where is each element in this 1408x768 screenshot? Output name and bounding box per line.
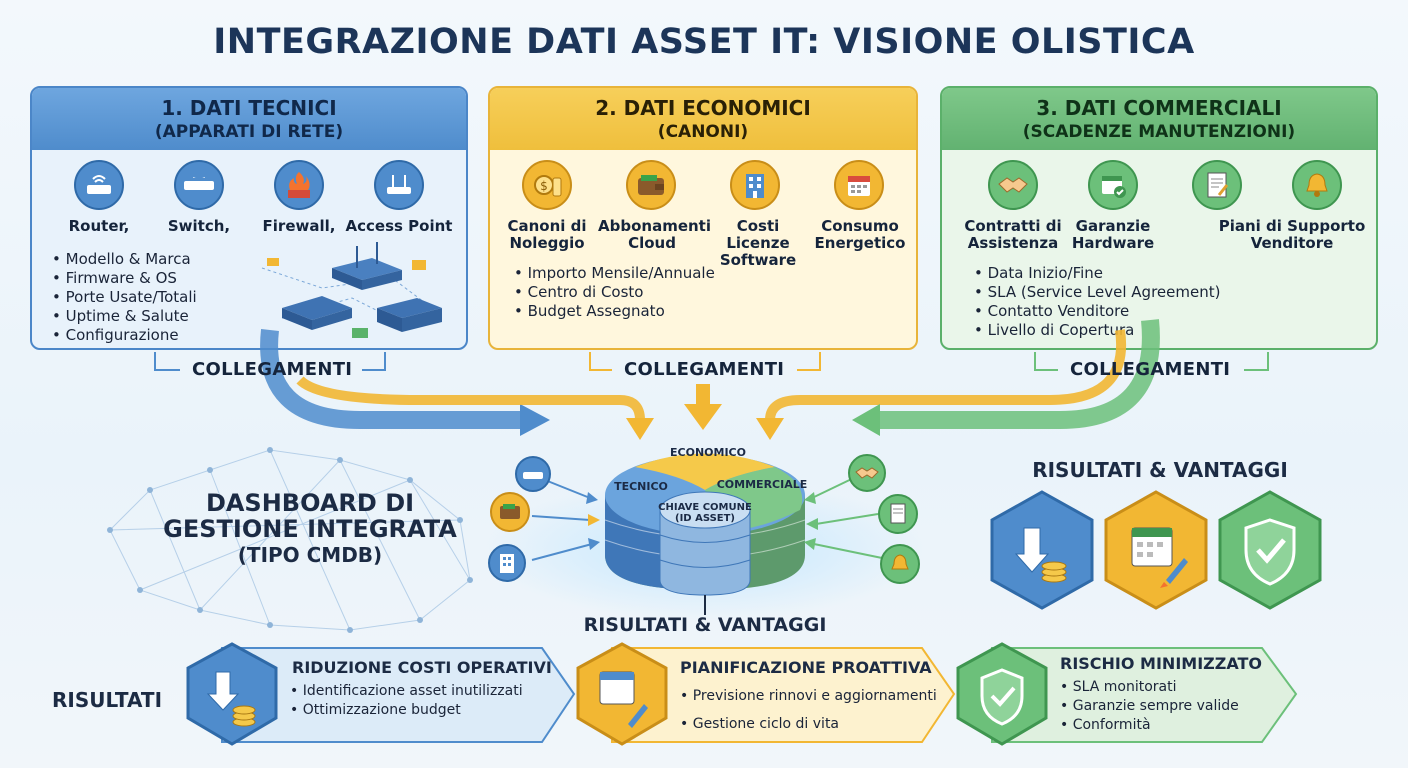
network-decoration xyxy=(107,447,473,633)
item-abbonamenti: Abbonamenti Cloud xyxy=(598,217,711,252)
bell-icon xyxy=(880,544,920,584)
bullet: SLA (Service Level Agreement) xyxy=(974,283,1221,302)
result-pianificazione: PIANIFICAZIONE PROATTIVA Previsione rinn… xyxy=(572,642,962,746)
item-piani: Piani di Supporto Venditore xyxy=(1218,217,1366,252)
page-title: INTEGRAZIONE DATI ASSET IT: VISIONE OLIS… xyxy=(213,22,1195,62)
risultati-vantaggi-right: RISULTATI & VANTAGGI xyxy=(1032,458,1288,482)
bullet: Ottimizzazione budget xyxy=(290,701,523,720)
item-licenze: Costi Licenze Software xyxy=(719,217,797,269)
network-devices-illustration xyxy=(261,242,442,338)
dashboard-title: DASHBOARD DI GESTIONE INTEGRATA (TIPO CM… xyxy=(150,490,470,568)
result-bullets: Identificazione asset inutilizzati Ottim… xyxy=(290,682,523,720)
item-consumo: Consumo Energetico xyxy=(814,217,906,252)
panel-title: 1. DATI TECNICI xyxy=(161,96,337,120)
panel-subtitle: (CANONI) xyxy=(657,122,749,142)
item-canoni: Canoni di Noleggio xyxy=(507,217,587,252)
result-bullets: Previsione rinnovi e aggiornamenti Gesti… xyxy=(680,682,937,738)
result-bullets: SLA monitorati Garanzie sempre valide Co… xyxy=(1060,678,1239,735)
eco-bullets: Importo Mensile/Annuale Centro di Costo … xyxy=(514,264,715,321)
bullet: Importo Mensile/Annuale xyxy=(514,264,715,283)
result-title: PIANIFICAZIONE PROATTIVA xyxy=(680,658,932,677)
item-contratti: Contratti di Assistenza xyxy=(964,217,1062,252)
collegamenti-label-eco: COLLEGAMENTI xyxy=(624,359,785,380)
coins-icon: $ xyxy=(522,160,572,210)
document-icon xyxy=(878,494,918,534)
access-point-icon xyxy=(374,160,424,210)
disk-label-commerciale: COMMERCIALE xyxy=(716,478,808,491)
handshake-icon xyxy=(848,454,886,492)
item-access-point: Access Point xyxy=(345,217,453,235)
disk-side-connectors xyxy=(531,473,883,561)
risultati-label: RISULTATI xyxy=(52,688,163,712)
bullet: Porte Usate/Totali xyxy=(52,288,197,307)
disk-label-tecnico: TECNICO xyxy=(614,480,668,493)
bullet: Data Inizio/Fine xyxy=(974,264,1220,283)
switch-icon xyxy=(174,160,224,210)
svg-text:$: $ xyxy=(540,179,548,193)
bullet: Budget Assegnato xyxy=(514,302,715,321)
firewall-icon xyxy=(274,160,324,210)
panel-title: 2. DATI ECONOMICI xyxy=(595,96,811,120)
item-garanzie: Garanzie Hardware xyxy=(1071,217,1155,252)
panel-title: 3. DATI COMMERCIALI xyxy=(1036,96,1282,120)
panel-subtitle: (SCADENZE MANUTENZIONI) xyxy=(1022,122,1296,142)
item-router: Router, xyxy=(68,217,130,235)
benefit-hexagons xyxy=(990,490,1322,610)
disk-key-label: CHIAVE COMUNE (ID ASSET) xyxy=(652,502,758,524)
bullet: Uptime & Salute xyxy=(52,307,197,326)
calendar-icon xyxy=(834,160,884,210)
panel-header: 2. DATI ECONOMICI (CANONI) xyxy=(490,88,916,150)
router-icon xyxy=(74,160,124,210)
panel-subtitle: (APPARATI DI RETE) xyxy=(154,122,344,142)
wallet-icon xyxy=(626,160,676,210)
document-icon xyxy=(1192,160,1242,210)
bullet: Identificazione asset inutilizzati xyxy=(290,682,523,701)
item-firewall: Firewall, xyxy=(262,217,336,235)
bullet: Contatto Venditore xyxy=(974,302,1220,321)
building-icon xyxy=(730,160,780,210)
com-bullets: Data Inizio/Fine SLA (Service Level Agre… xyxy=(974,264,1221,340)
disk-key-line: CHIAVE COMUNE xyxy=(658,502,752,513)
panel-dati-tecnici: 1. DATI TECNICI (APPARATI DI RETE) Route… xyxy=(30,86,468,350)
bullet: Gestione ciclo di vita xyxy=(680,710,937,738)
bullet: Conformità xyxy=(1060,716,1239,735)
collegamenti-label-com: COLLEGAMENTI xyxy=(1070,359,1231,380)
panel-header: 3. DATI COMMERCIALI (SCADENZE MANUTENZIO… xyxy=(942,88,1376,150)
collegamenti-label-tech: COLLEGAMENTI xyxy=(192,359,353,380)
dashboard-title-line: GESTIONE INTEGRATA xyxy=(163,515,457,543)
bullet: Firmware & OS xyxy=(52,269,197,288)
item-switch: Switch, xyxy=(167,217,231,235)
result-title: RISCHIO MINIMIZZATO xyxy=(1060,654,1263,673)
panel-dati-economici: 2. DATI ECONOMICI (CANONI) $ Canoni di N… xyxy=(488,86,918,350)
cmdb-database-disk xyxy=(485,453,925,620)
panel-header: 1. DATI TECNICI (APPARATI DI RETE) xyxy=(32,88,466,150)
disk-label-economico: ECONOMICO xyxy=(670,446,746,459)
router-icon xyxy=(515,456,551,492)
building-icon xyxy=(488,544,526,582)
warranty-calendar-icon xyxy=(1088,160,1138,210)
handshake-icon xyxy=(988,160,1038,210)
bullet: Configurazione xyxy=(52,326,197,345)
bullet: Garanzie sempre valide xyxy=(1060,697,1239,716)
result-riduzione-costi: RIDUZIONE COSTI OPERATIVI Identificazion… xyxy=(182,642,572,746)
result-rischio: RISCHIO MINIMIZZATO SLA monitorati Garan… xyxy=(952,642,1292,746)
dashboard-subtitle: (TIPO CMDB) xyxy=(237,543,383,567)
disk-key-line: (ID ASSET) xyxy=(675,513,735,524)
result-title: RIDUZIONE COSTI OPERATIVI xyxy=(292,658,552,677)
wallet-icon xyxy=(490,492,530,532)
dashboard-title-line: DASHBOARD DI xyxy=(205,489,415,517)
bullet: Livello di Copertura xyxy=(974,321,1220,340)
panel-dati-commerciali: 3. DATI COMMERCIALI (SCADENZE MANUTENZIO… xyxy=(940,86,1378,350)
bell-icon xyxy=(1292,160,1342,210)
bullet: SLA monitorati xyxy=(1060,678,1239,697)
bullet: Modello & Marca xyxy=(52,250,197,269)
bullet: Previsione rinnovi e aggiornamenti xyxy=(680,682,937,710)
tech-bullets: Modello & Marca Firmware & OS Porte Usat… xyxy=(52,250,197,345)
risultati-vantaggi-center: RISULTATI & VANTAGGI xyxy=(583,614,827,636)
bullet: Centro di Costo xyxy=(514,283,715,302)
